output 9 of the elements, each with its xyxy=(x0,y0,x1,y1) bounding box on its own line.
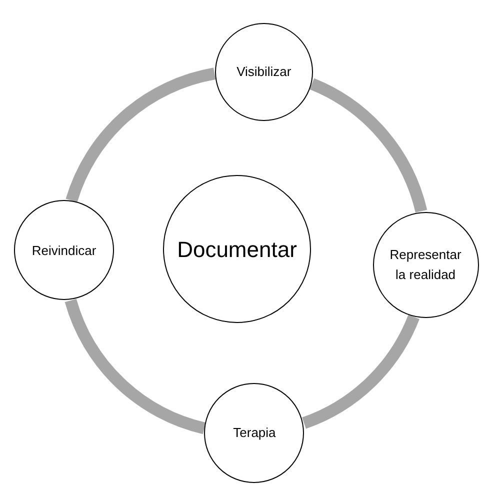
node-label: Reivindicar xyxy=(32,242,96,260)
ring-connector xyxy=(309,78,428,213)
ring-connector xyxy=(66,68,216,203)
node-label: Documentar xyxy=(177,236,297,264)
node-label: Terapia xyxy=(233,424,276,442)
ring-connector xyxy=(302,314,420,429)
node-label: Visibilizar xyxy=(236,63,292,82)
node-label: Representar la realidad xyxy=(388,246,462,284)
ring-connector xyxy=(64,298,206,434)
